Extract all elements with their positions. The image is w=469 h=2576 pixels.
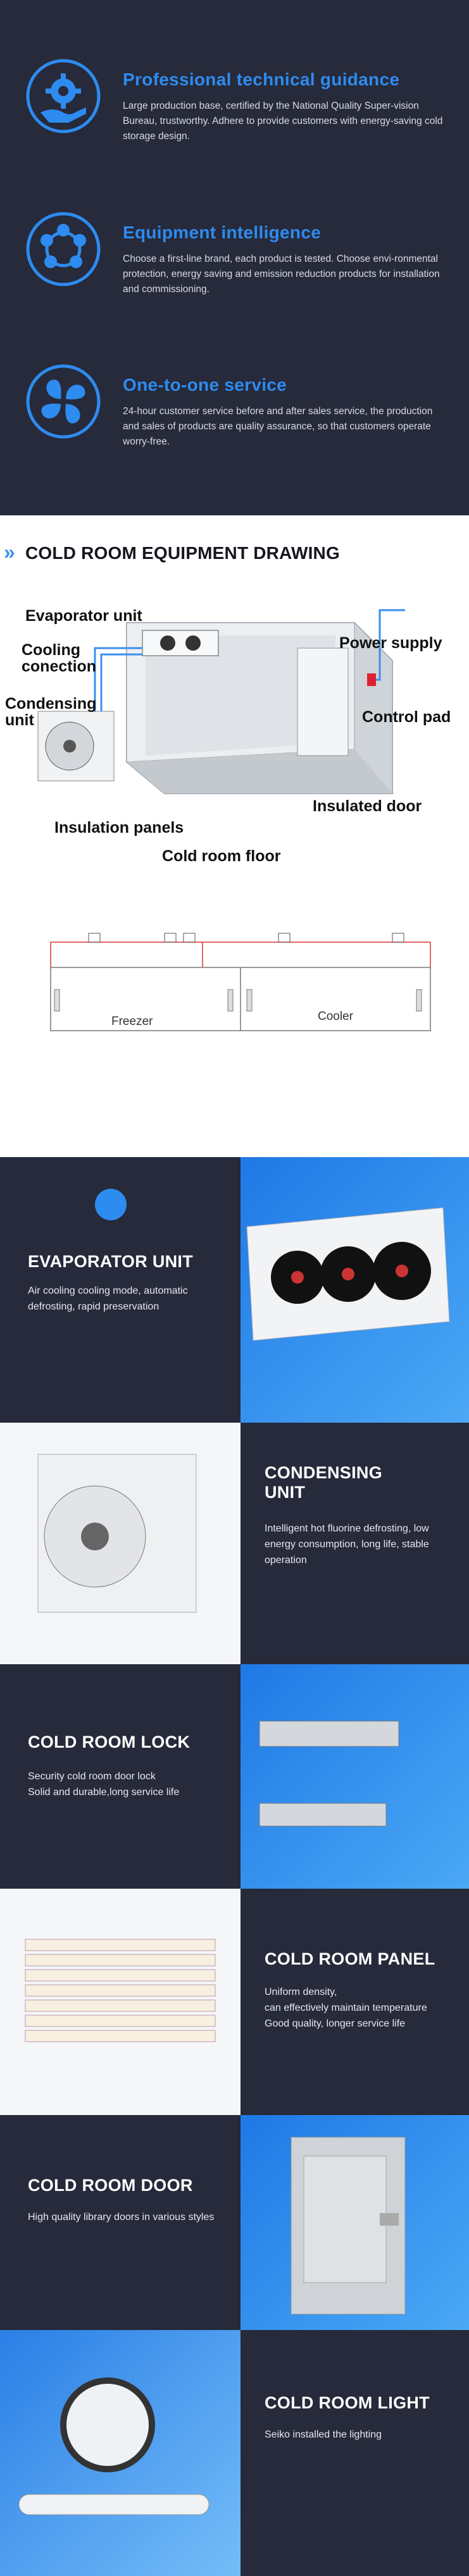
- door-image: [291, 2137, 406, 2315]
- network-cycle-icon: [25, 211, 114, 300]
- product-condensing: CONDENSING UNIT Intelligent hot fluorine…: [0, 1423, 469, 1664]
- features-section: Professional technical guidance Large pr…: [0, 0, 469, 515]
- product-title: EVAPORATOR UNIT: [28, 1252, 194, 1271]
- feature-intelligence: Equipment intelligence Choose a first-li…: [25, 211, 443, 338]
- product-title: CONDENSING UNIT: [265, 1463, 383, 1502]
- feature-desc: Choose a first-line brand, each product …: [123, 254, 440, 295]
- product-door: COLD ROOM DOOR High quality library door…: [0, 2115, 469, 2330]
- evaporator-image: [246, 1207, 450, 1341]
- plan-room-freezer: Freezer: [111, 1015, 153, 1028]
- feature-title: One-to-one service: [123, 375, 287, 395]
- product-desc: High quality library doors in various st…: [28, 2212, 215, 2223]
- label-floor: Cold room floor: [162, 847, 281, 865]
- plan-room-cooler: Cooler: [318, 1010, 353, 1023]
- product-desc: Uniform density, can effectively maintai…: [265, 1987, 427, 2029]
- label-panels: Insulation panels: [54, 819, 184, 837]
- cold-room-illustration: [37, 609, 405, 795]
- product-desc: Security cold room door lock Solid and d…: [28, 1771, 180, 1798]
- drawing-section: » COLD ROOM EQUIPMENT DRAWING Evaporator…: [0, 515, 469, 1157]
- floor-plan-diagram: [50, 933, 431, 1031]
- section-header: COLD ROOM EQUIPMENT DRAWING: [25, 543, 340, 563]
- product-desc: Air cooling cooling mode, automatic defr…: [28, 1285, 188, 1312]
- label-cooling: Cooling conection: [22, 641, 97, 676]
- panel-stack-image: [25, 1939, 216, 2042]
- feature-service: One-to-one service 24-hour customer serv…: [25, 364, 443, 490]
- gear-hand-icon: [25, 58, 114, 147]
- product-panel: COLD ROOM PANEL Uniform density, can eff…: [0, 1889, 469, 2115]
- product-light: COLD ROOM LIGHT Seiko installed the ligh…: [0, 2330, 469, 2576]
- product-title: COLD ROOM LIGHT: [265, 2393, 430, 2412]
- label-control: Control pad: [362, 708, 451, 726]
- product-evaporator: EVAPORATOR UNIT Air cooling cooling mode…: [0, 1157, 469, 1423]
- condensing-unit-image: [37, 1454, 197, 1613]
- double-chevron-icon: »: [4, 541, 15, 563]
- feature-desc: Large production base, certified by the …: [123, 101, 443, 142]
- fan-icon: [25, 364, 114, 452]
- product-title: COLD ROOM DOOR: [28, 2176, 193, 2195]
- label-power: Power supply: [339, 634, 442, 652]
- label-condensing: Condensing unit: [5, 695, 97, 730]
- feature-title: Professional technical guidance: [123, 70, 400, 89]
- label-door: Insulated door: [313, 797, 422, 815]
- product-desc: Seiko installed the lighting: [265, 2429, 382, 2440]
- product-title: COLD ROOM LOCK: [28, 1733, 191, 1751]
- label-evaporator: Evaporator unit: [25, 607, 142, 625]
- product-desc: Intelligent hot fluorine defrosting, low…: [265, 1523, 429, 1566]
- feature-desc: 24-hour customer service before and afte…: [123, 406, 433, 448]
- feature-title: Equipment intelligence: [123, 223, 322, 242]
- accent-dot: [95, 1189, 127, 1220]
- product-title: COLD ROOM PANEL: [265, 1949, 435, 1968]
- light-image: [18, 2377, 209, 2515]
- product-lock: COLD ROOM LOCK Security cold room door l…: [0, 1664, 469, 1889]
- lock-image: [259, 1720, 399, 1827]
- feature-professional: Professional technical guidance Large pr…: [25, 58, 443, 185]
